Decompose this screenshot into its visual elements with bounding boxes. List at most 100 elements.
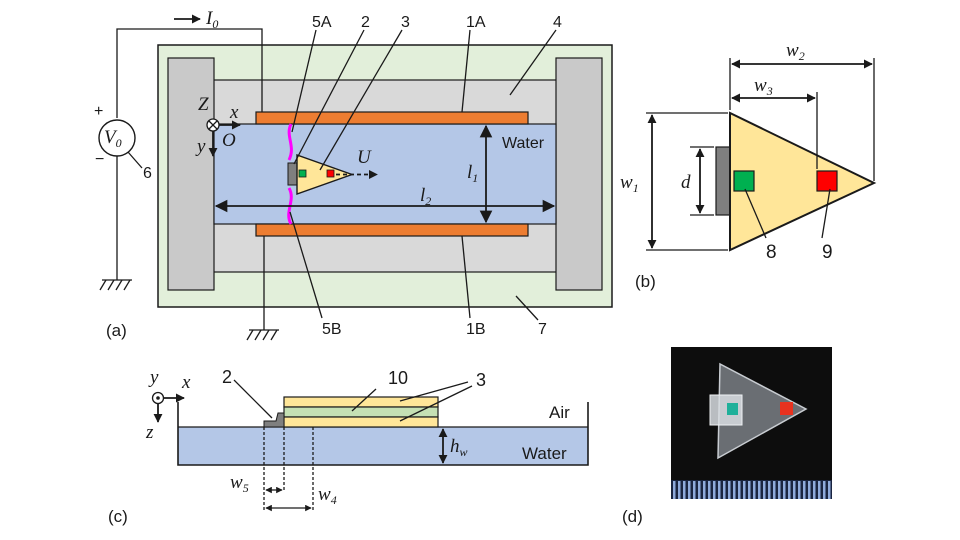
axis-x-label: x (229, 102, 239, 123)
dim-l1-label: l1 (467, 162, 478, 185)
axis-x-label-c: x (181, 372, 191, 393)
ruler-tick (728, 481, 731, 499)
plus-sign: + (94, 103, 103, 120)
minus-sign: − (95, 151, 104, 168)
ruler-tick (678, 481, 681, 499)
water-layer-c (178, 427, 588, 465)
tank-wall (177, 402, 589, 466)
leader-4 (509, 29, 557, 96)
ruler-tick (823, 481, 826, 499)
end-block-right (555, 57, 603, 291)
ref-2-c: 2 (222, 367, 232, 387)
ref-5B: 5B (322, 321, 342, 338)
ruler-tick (673, 481, 676, 499)
plate-2 (287, 162, 298, 186)
ruler-tick (748, 481, 751, 499)
dim-w2-label: w2 (786, 40, 805, 63)
origin-label: O (222, 130, 236, 151)
dim-w3-label: w3 (754, 75, 773, 98)
ruler-tick (738, 481, 741, 499)
marker-red-detail (816, 170, 838, 192)
ruler-tick (818, 481, 821, 499)
ruler-tick (798, 481, 801, 499)
panel-a: U l1 l2 Water Z x y O I0 V0 + − (94, 8, 613, 341)
ruler-tick (773, 481, 776, 499)
ref-1A: 1A (466, 14, 486, 31)
current-label: I0 (205, 8, 218, 31)
leader-2 (293, 29, 365, 165)
ruler-tick (708, 481, 711, 499)
leader-9 (821, 188, 831, 239)
ruler-tick (813, 481, 816, 499)
ref-6: 6 (143, 165, 152, 182)
leader-2-c (233, 379, 273, 419)
ref-7: 7 (538, 321, 547, 338)
leader-1B (461, 235, 471, 319)
electrode-1B (255, 223, 529, 237)
ref-10: 10 (388, 368, 408, 388)
ruler-tick (828, 481, 831, 499)
leader-3-c-upper (399, 381, 469, 402)
dim-hw-label: hw (450, 436, 468, 459)
ruler-tick (733, 481, 736, 499)
swimmer-body-detail (729, 111, 877, 252)
ruler-tick (793, 481, 796, 499)
ref-3: 3 (401, 14, 410, 31)
ruler-tick (768, 481, 771, 499)
marker-green (298, 169, 307, 178)
panel-label-c: (c) (108, 507, 128, 526)
ruler-tick (693, 481, 696, 499)
ref-8: 8 (766, 242, 777, 263)
ruler-tick (783, 481, 786, 499)
dim-w5-label: w5 (230, 472, 249, 495)
ruler-tick (698, 481, 701, 499)
ref-3-c: 3 (476, 370, 486, 390)
ruler-tick (683, 481, 686, 499)
panel-b: w1 d w2 w3 8 9 (b) (620, 40, 877, 291)
leader-6 (127, 151, 143, 169)
dim-w1-label: w1 (620, 172, 639, 195)
velocity-label: U (357, 147, 372, 168)
air-label: Air (549, 403, 570, 422)
ruler-tick (778, 481, 781, 499)
leader-3 (319, 29, 403, 171)
leader-3-c-lower (399, 385, 473, 422)
ruler-tick (743, 481, 746, 499)
ground-icon (246, 329, 279, 341)
ref-1B: 1B (466, 321, 486, 338)
ruler-tick (753, 481, 756, 499)
marker-red (326, 169, 335, 178)
contact-line-5A (287, 123, 293, 161)
layer-middle (283, 406, 439, 418)
leader-5B (289, 211, 323, 319)
plate-2-detail (715, 146, 731, 216)
ruler-strip (671, 480, 832, 499)
marker-green-detail (733, 170, 755, 192)
ruler-tick (803, 481, 806, 499)
ref-5A: 5A (312, 14, 332, 31)
marker-green-photo (727, 403, 738, 415)
panel-label-d: (d) (622, 507, 643, 526)
dim-w4-label: w4 (318, 484, 337, 507)
ruler-tick (808, 481, 811, 499)
swimmer-body (296, 154, 355, 195)
end-block-left (167, 57, 215, 291)
panel-label-a: (a) (106, 321, 127, 340)
ruler-tick (788, 481, 791, 499)
ground-icon (99, 279, 132, 291)
ref-2: 2 (361, 14, 370, 31)
ruler-tick (703, 481, 706, 499)
ruler-tick (763, 481, 766, 499)
leader-8 (744, 188, 767, 239)
dim-d-label: d (681, 172, 691, 193)
axis-z-label-c: z (145, 422, 154, 443)
leader-10 (351, 388, 377, 412)
ruler-tick (718, 481, 721, 499)
axis-z-label: Z (198, 94, 209, 115)
source-label: V0 (104, 127, 122, 150)
plate-2-side (263, 412, 285, 428)
leader-7 (515, 295, 539, 321)
water-label-c: Water (522, 444, 567, 463)
layer-bottom (283, 416, 439, 428)
